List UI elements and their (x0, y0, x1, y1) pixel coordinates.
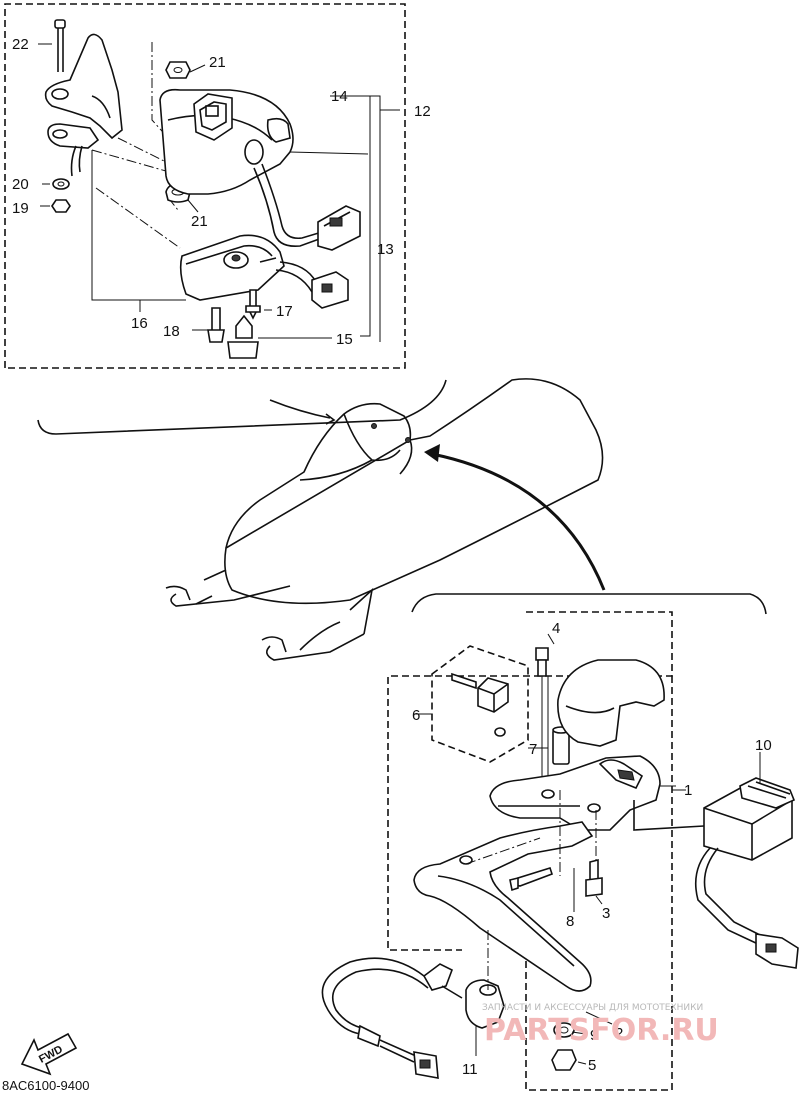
adjuster-block (451, 672, 509, 737)
screw-8 (509, 867, 554, 892)
screw-17 (245, 289, 261, 320)
callout-21-lower: 21 (191, 213, 208, 230)
callout-14: 14 (331, 88, 348, 105)
callout-1: 1 (684, 782, 692, 799)
bolt-3 (585, 858, 603, 897)
inset-callout-bracket (37, 379, 447, 435)
callout-11: 11 (462, 1061, 478, 1078)
connector-10 (703, 777, 796, 861)
callout-21-upper: 21 (209, 54, 226, 71)
callout-5: 5 (588, 1057, 596, 1074)
handlebar-bracket (44, 19, 123, 177)
nut-19 (51, 199, 71, 213)
callout-6: 6 (412, 707, 420, 724)
callout-17: 17 (276, 303, 293, 320)
callout-12: 12 (414, 103, 431, 120)
callout-18: 18 (163, 323, 180, 340)
callout-9: 9 (590, 1027, 598, 1044)
lever-dashed-frame (387, 611, 673, 951)
callout-4: 4 (552, 620, 560, 637)
screw-18 (207, 307, 225, 343)
leader-bracket-to-switch (95, 187, 181, 249)
lever-holder (489, 755, 661, 831)
brake-switch (422, 963, 505, 1029)
forward-direction-marker: FWD (20, 1032, 78, 1076)
bolt-4 (535, 647, 549, 677)
callout-13: 13 (377, 241, 394, 258)
bracket-16 (91, 150, 186, 301)
snowmobile-outline (37, 378, 606, 661)
callout-20: 20 (12, 176, 29, 193)
throttle-cover (159, 88, 294, 195)
callout-3: 3 (602, 905, 610, 922)
throttle-switch (179, 234, 285, 301)
callout-22: 22 (12, 36, 29, 53)
group-bracket-13 (360, 95, 371, 337)
callout-16: 16 (131, 315, 148, 332)
callout-2: 2 (615, 1025, 623, 1042)
callout-7: 7 (529, 741, 537, 758)
brake-lever (413, 821, 594, 992)
washer-20 (52, 178, 70, 190)
callout-8: 8 (566, 913, 574, 930)
inset-dashed-frame (4, 3, 406, 369)
callout-10: 10 (755, 737, 772, 754)
watermark-logo: PARTSFOR.RU (484, 1013, 719, 1048)
cover-connector (317, 205, 361, 251)
lower-callout-bracket (411, 593, 767, 615)
brake-lever-inset: 4 6 7 10 1 3 8 2 9 5 11 (321, 593, 799, 1091)
drawing-code: 8AC6100-9400 (2, 1078, 89, 1093)
washer-9 (553, 1022, 575, 1038)
watermark-caption: ЗАПЧАСТИ И АКСЕССУАРЫ ДЛЯ МОТОТЕХНИКИ (482, 1003, 703, 1013)
brake-switch-connector (357, 1024, 439, 1079)
fwd-label: FWD (37, 1043, 65, 1065)
lever-cover (557, 659, 665, 747)
nut-5 (551, 1049, 577, 1071)
callout-19: 19 (12, 200, 29, 217)
switch-connector (311, 271, 349, 309)
location-arrow (431, 452, 606, 591)
callout-15: 15 (336, 331, 353, 348)
adjuster-group-6 (431, 645, 529, 763)
throttle-housing-inset: 22 21 14 12 20 19 21 13 17 16 18 15 (4, 3, 431, 369)
plug-15 (227, 314, 259, 359)
connector-10-plug (755, 933, 799, 969)
